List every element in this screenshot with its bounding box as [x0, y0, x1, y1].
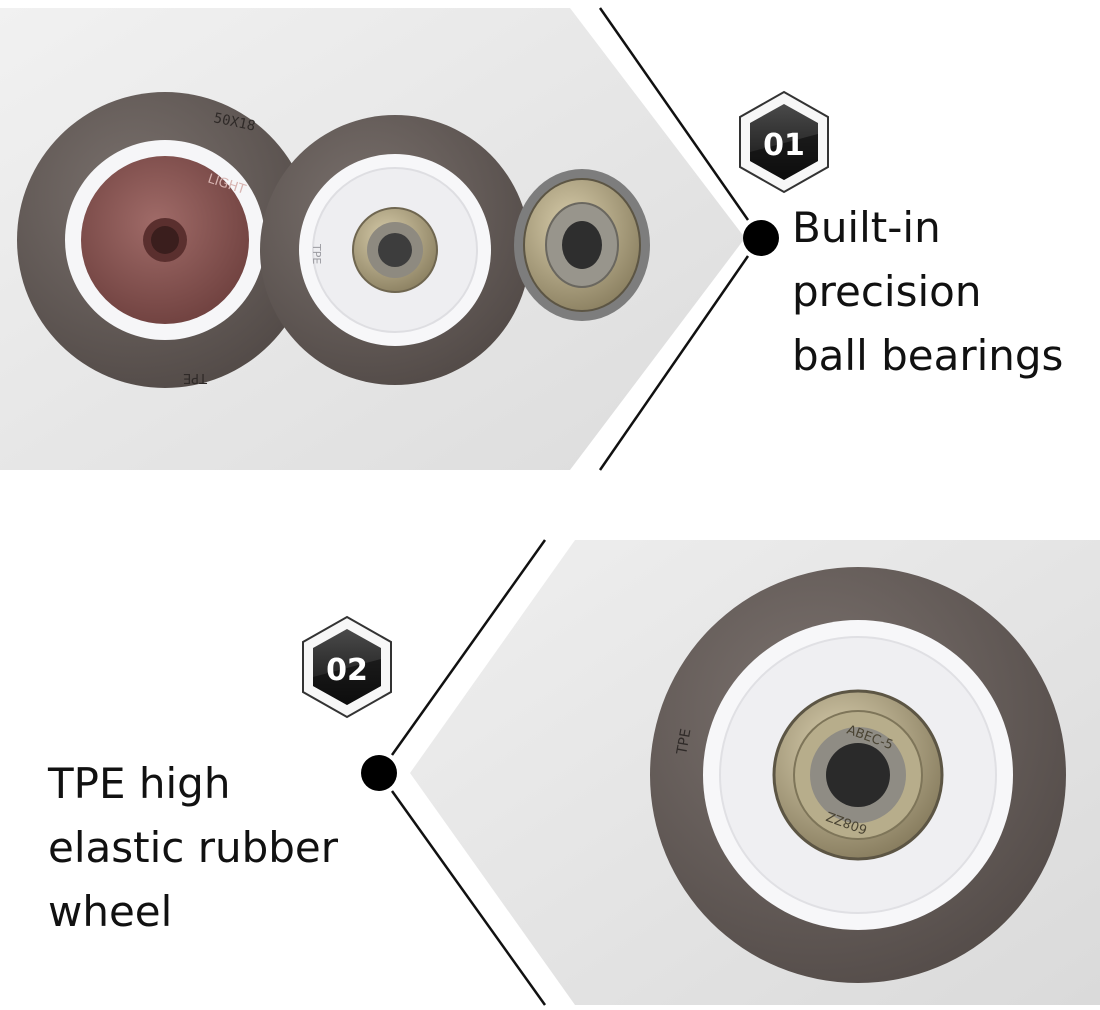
large-wheel: 50X18 LIGHT TPE	[17, 92, 313, 388]
loose-bearing	[514, 169, 650, 321]
divider-line-lower	[390, 790, 547, 1006]
rubber-wheel-photo-illustration: ABEC-5 608ZZ TPE 02	[302, 539, 1100, 1006]
bearings-photo-illustration: 50X18 LIGHT TPE TPE	[0, 7, 829, 471]
feature-caption-rubber-wheel: TPE high elastic rubber wheel	[48, 752, 338, 944]
dot-marker-icon	[743, 220, 779, 256]
caption-line: ball bearings	[792, 331, 1064, 380]
tpe-rubber-wheel: ABEC-5 608ZZ TPE	[650, 567, 1066, 983]
badge-02-number: 02	[326, 653, 368, 688]
feature-caption-bearings: Built-in precision ball bearings	[792, 196, 1063, 388]
feature-panel-bearings: 50X18 LIGHT TPE TPE	[0, 7, 1063, 471]
medium-wheel: TPE	[260, 115, 530, 385]
caption-line: Built-in	[792, 203, 941, 252]
caption-line: TPE high	[48, 759, 231, 808]
caption-line: wheel	[48, 887, 173, 936]
feature-panel-rubber-wheel: ABEC-5 608ZZ TPE 02 TPE high elastic rub…	[0, 505, 1100, 1010]
large-wheel-tpe-marking: TPE	[183, 370, 208, 385]
caption-line: elastic rubber	[48, 823, 339, 872]
divider-line-upper	[598, 7, 750, 221]
badge-01-number: 01	[763, 128, 805, 163]
divider-line-upper	[390, 539, 547, 756]
badge-02: 02	[302, 615, 392, 719]
dot-marker-icon	[361, 755, 397, 791]
large-wheel-tpe-side-marking: TPE	[674, 727, 694, 756]
caption-line: precision	[792, 267, 982, 316]
medium-wheel-tpe-marking: TPE	[310, 243, 323, 264]
badge-01: 01	[739, 90, 829, 194]
divider-line-lower	[598, 255, 750, 471]
